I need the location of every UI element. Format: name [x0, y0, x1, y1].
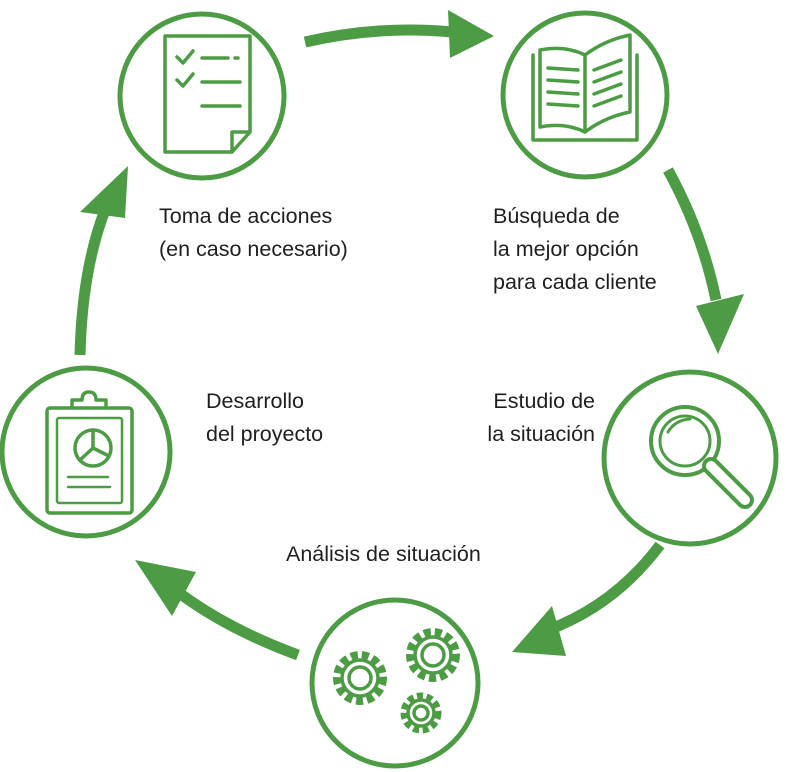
arrow-study-to-analysis [546, 541, 665, 636]
arrowhead-2 [696, 294, 744, 354]
large-gear-icon [333, 651, 387, 705]
arrow-actions-to-search [303, 24, 453, 48]
arrowhead-4 [135, 560, 196, 616]
open-book-icon [531, 33, 639, 142]
arrow-development-to-actions [74, 208, 111, 356]
small-gear-icon [400, 692, 442, 734]
arrowhead-3 [512, 606, 566, 656]
arrowhead-5 [80, 166, 128, 218]
magnifying-glass-icon [649, 405, 754, 509]
step-circle-actions [117, 11, 287, 181]
step-circle-development [0, 365, 173, 539]
gears-icon [333, 628, 460, 734]
arrowhead-1 [448, 10, 494, 58]
step-label-development: Desarrollo del proyecto [206, 389, 324, 446]
step-circle-study [601, 369, 779, 547]
step-label-actions: Toma de acciones (en caso necesario) [159, 204, 348, 261]
step-label-search: Búsqueda de la mejor opción para cada cl… [493, 204, 657, 294]
arrow-analysis-to-development [178, 590, 300, 661]
checklist-document-icon [163, 34, 252, 154]
medium-gear-icon [406, 628, 460, 682]
arrow-search-to-study [663, 167, 722, 302]
step-label-study: Estudio de la situación [487, 389, 595, 446]
clipboard-chart-icon [45, 390, 134, 515]
step-label-analysis: Análisis de situación [286, 542, 481, 566]
cycle-arrows [74, 24, 722, 661]
